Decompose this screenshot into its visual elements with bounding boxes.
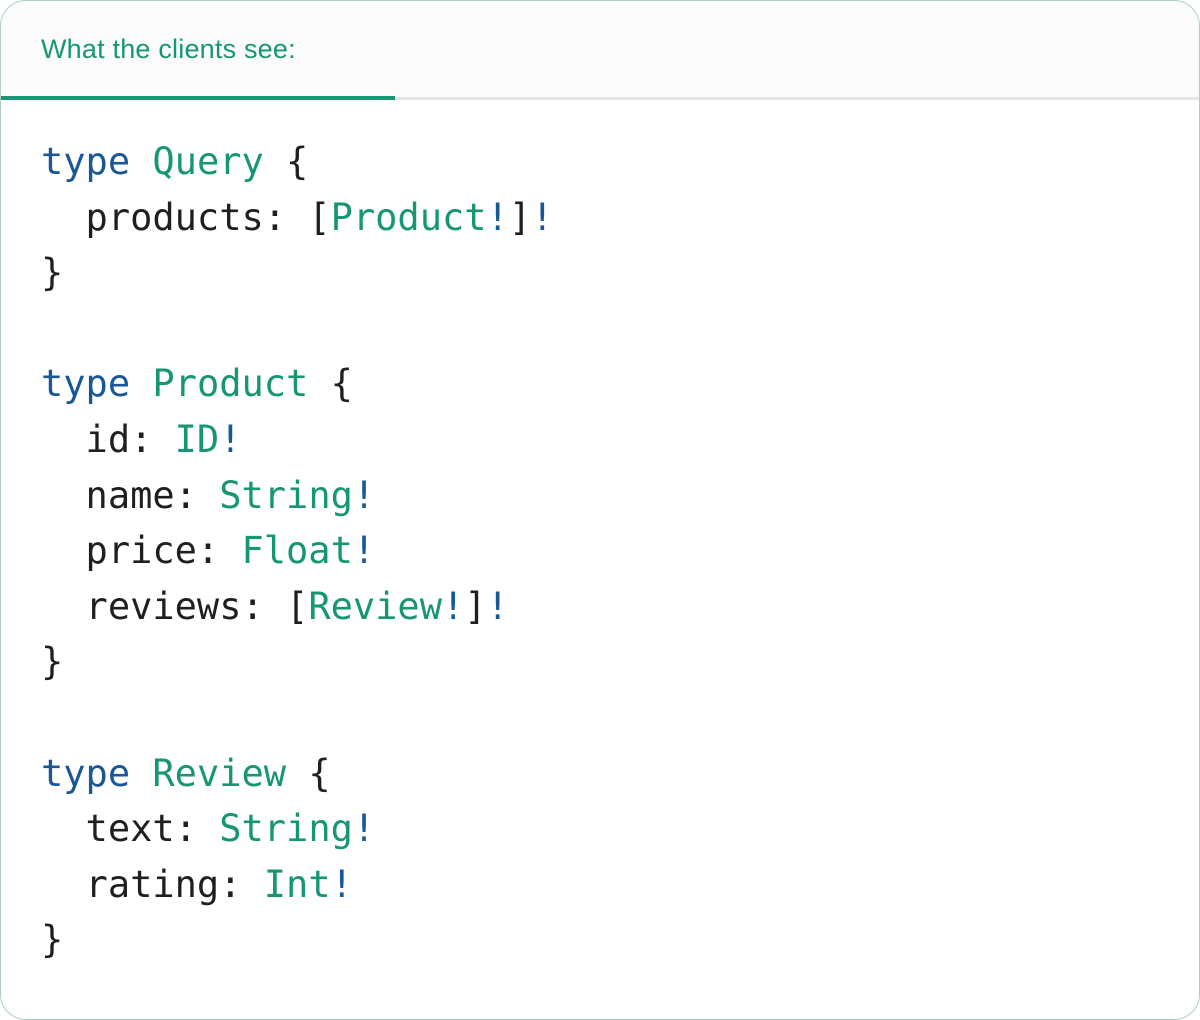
code-token-bang: !: [352, 473, 376, 517]
code-line: [41, 301, 1159, 357]
code-token-pl: ]: [464, 584, 487, 628]
code-token-ty: String: [219, 473, 353, 517]
code-token-pl: name:: [41, 473, 220, 517]
code-line: }: [41, 245, 1159, 301]
code-token-bang: !: [352, 807, 376, 851]
code-token-pl: }: [41, 640, 64, 684]
code-line: }: [41, 634, 1159, 690]
code-token-pl: products: [: [41, 195, 331, 239]
code-line: price: Float!: [41, 523, 1159, 579]
code-token-bang: !: [486, 195, 509, 239]
active-tab-underline: [1, 96, 395, 100]
code-line: products: [Product!]!: [41, 190, 1159, 246]
code-token-ty: Query: [152, 140, 264, 183]
code-token-bang: !: [219, 417, 242, 461]
code-token-pl: [130, 752, 152, 795]
code-line: }: [41, 912, 1159, 968]
code-token-pl: {: [263, 140, 309, 183]
code-line: id: ID!: [41, 412, 1159, 468]
code-token-bang: !: [486, 584, 509, 628]
code-line: reviews: [Review!]!: [41, 579, 1159, 635]
code-token-bang: !: [531, 195, 554, 239]
code-token-ty: Review: [152, 751, 287, 795]
code-line: type Review {: [41, 746, 1159, 802]
code-token-bang: !: [441, 584, 465, 628]
code-token-pl: [130, 140, 152, 183]
code-token-pl: text:: [41, 807, 220, 851]
tab-what-clients-see[interactable]: What the clients see:: [41, 33, 296, 64]
code-token-ty: Int: [263, 862, 331, 906]
code-token-kw: type: [41, 751, 131, 795]
tab-bar: What the clients see:: [1, 1, 1199, 97]
code-token-ty: Float: [241, 529, 353, 573]
code-token-pl: id:: [41, 417, 175, 461]
code-token-bang: !: [352, 529, 376, 573]
code-line: text: String!: [41, 801, 1159, 857]
code-token-ty: Product: [330, 195, 487, 239]
code-token-pl: ]: [508, 195, 532, 239]
code-line: [41, 690, 1159, 746]
code-token-pl: }: [41, 251, 64, 295]
code-token-pl: {: [308, 362, 353, 406]
code-token-kw: type: [41, 140, 131, 183]
code-area: type Query { products: [Product!]!}type …: [1, 97, 1199, 968]
tabbar-divider: [1, 97, 1199, 100]
code-line: type Product {: [41, 356, 1159, 412]
code-token-ty: Product: [152, 362, 309, 406]
code-token-ty: Review: [308, 584, 442, 628]
code-line: type Query {: [41, 134, 1159, 190]
code-token-pl: price:: [41, 529, 242, 573]
code-token-pl: [130, 362, 152, 405]
code-token-pl: }: [41, 918, 64, 962]
code-token-kw: type: [41, 362, 131, 406]
code-line: name: String!: [41, 468, 1159, 524]
code-token-pl: rating:: [41, 862, 264, 906]
code-token-pl: {: [286, 751, 331, 795]
code-token-bang: !: [330, 862, 353, 906]
code-line: rating: Int!: [41, 857, 1159, 913]
code-token-ty: String: [219, 807, 353, 851]
code-token-ty: ID: [174, 417, 220, 461]
code-token-pl: reviews: [: [41, 584, 309, 628]
schema-code-block: type Query { products: [Product!]!}type …: [41, 134, 1159, 968]
